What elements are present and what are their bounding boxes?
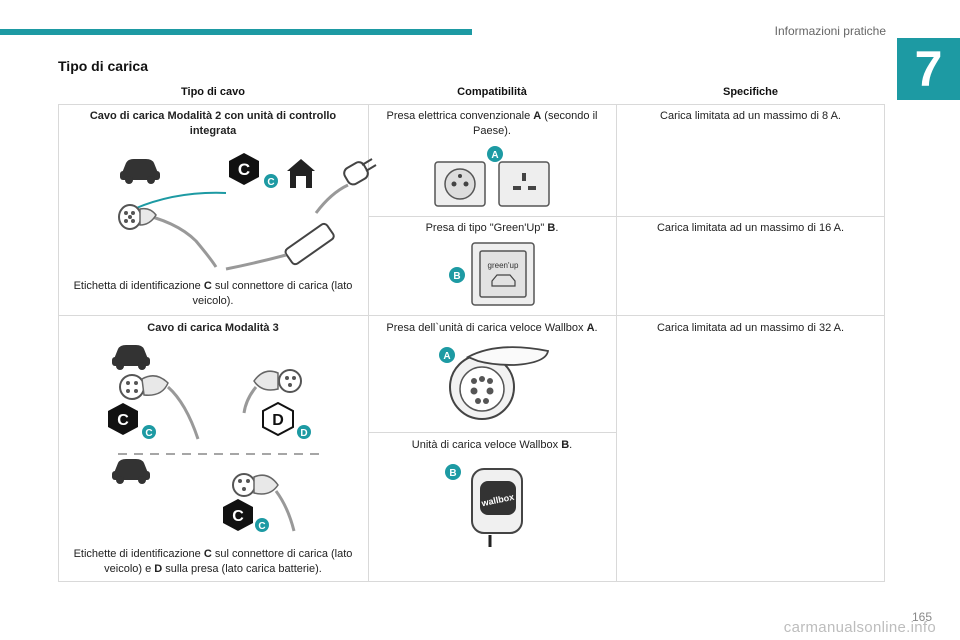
section-label: Informazioni pratiche <box>774 24 886 38</box>
uk-socket-icon <box>498 161 550 207</box>
svg-text:C: C <box>145 428 152 439</box>
svg-text:C: C <box>232 508 244 525</box>
table-divider <box>58 104 59 582</box>
spec-8a: Carica limitata ad un massimo di 8 A. <box>660 110 841 122</box>
svg-text:B: B <box>453 271 460 282</box>
label-c-badge: C C <box>108 403 156 439</box>
vehicle-connector-icon <box>118 204 157 230</box>
svg-text:B: B <box>449 468 456 479</box>
vehicle-connector-icon <box>119 374 200 440</box>
wallbox-socket-illustration: A <box>439 346 550 420</box>
car-icon <box>120 159 160 184</box>
mode2-cable-illustration: C C <box>118 153 377 271</box>
device-badge-b: B <box>445 464 461 480</box>
vehicle-connector-icon <box>232 473 296 532</box>
spec-32a: Carica limitata ad un massimo di 32 A. <box>656 322 845 334</box>
conventional-socket-illustration: A <box>434 146 550 207</box>
compat-wallbox-socket: Presa dell`unità di carica veloce Wallbo… <box>386 322 598 334</box>
french-socket-icon <box>434 161 486 207</box>
socket-badge-a: A <box>487 146 503 162</box>
socket-badge-a: A <box>439 347 455 363</box>
socket-badge-b: B <box>449 267 465 283</box>
table-divider <box>368 216 885 217</box>
mode3-cable-title: Cavo di carica Modalità 3 <box>147 322 279 334</box>
svg-text:A: A <box>443 351 450 362</box>
table-divider <box>368 104 369 582</box>
domestic-plug-icon <box>343 158 377 186</box>
table-divider <box>58 104 885 105</box>
column-header-specs: Specifiche <box>722 86 779 98</box>
car-icon <box>112 459 150 484</box>
charging-type-table: Tipo di cavo Compatibilità Specifiche Ca… <box>58 81 885 582</box>
table-divider <box>616 104 617 582</box>
wallbox-unit-illustration: B wallbox <box>445 464 523 547</box>
svg-text:C: C <box>117 412 129 429</box>
mode2-caption: Etichetta di identificazione C sul conne… <box>73 280 353 307</box>
car-icon <box>112 345 150 370</box>
label-d-badge: D D <box>262 401 311 439</box>
table-divider <box>58 315 885 316</box>
header-accent-bar <box>0 29 472 35</box>
label-c-badge: C C <box>229 153 278 188</box>
svg-text:C: C <box>238 160 250 179</box>
compat-greenup-socket: Presa di tipo "Green'Up" B. <box>425 222 559 234</box>
page-title: Tipo di carica <box>58 58 148 74</box>
greenup-socket-illustration: B green'up <box>449 242 535 306</box>
page-number: 165 <box>911 610 932 624</box>
spec-16a: Carica limitata ad un massimo di 16 A. <box>656 222 845 234</box>
svg-text:D: D <box>300 428 307 439</box>
charger-connector-icon <box>242 369 302 414</box>
type2-socket-icon <box>449 346 550 420</box>
compat-wallbox-unit: Unità di carica veloce Wallbox B. <box>411 439 573 451</box>
svg-text:C: C <box>258 521 265 532</box>
house-icon <box>287 159 315 188</box>
svg-text:D: D <box>272 412 284 429</box>
label-c-badge: C C <box>223 499 269 532</box>
compat-conventional-socket: Presa elettrica convenzionale A (secondo… <box>386 110 598 137</box>
table-divider <box>58 581 885 582</box>
svg-text:A: A <box>491 150 498 161</box>
chapter-number: 7 <box>897 38 960 100</box>
watermark: carmanualsonline.info <box>783 619 936 636</box>
mode3-caption: Etichette di identificazione C sul conne… <box>73 548 353 575</box>
column-header-compatibility: Compatibilità <box>457 86 527 98</box>
wallbox-charger-icon: wallbox <box>471 468 523 547</box>
greenup-socket-icon: green'up <box>471 242 535 306</box>
column-header-cable: Tipo di cavo <box>181 86 245 98</box>
mode3-cable-illustration: C C D D C C <box>108 345 320 532</box>
svg-text:C: C <box>267 177 274 188</box>
control-unit-icon <box>225 183 349 271</box>
table-divider <box>884 104 885 582</box>
table-divider <box>368 432 616 433</box>
mode2-cable-title: Cavo di carica Modalità 2 con unità di c… <box>89 110 337 137</box>
svg-text:green'up: green'up <box>488 261 519 270</box>
